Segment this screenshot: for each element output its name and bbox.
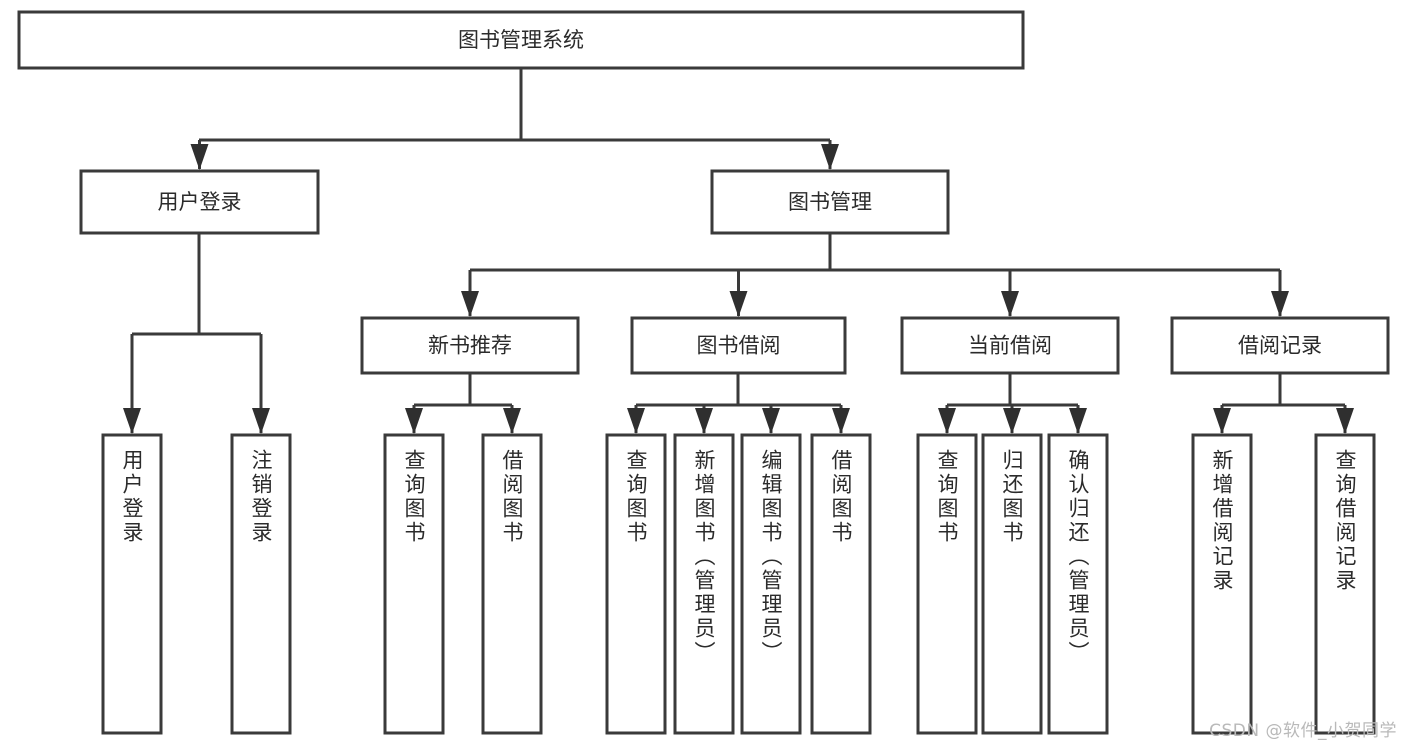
leaf-node-12[interactable] <box>1314 433 1376 735</box>
arrow-to-level2-0 <box>190 144 209 170</box>
leaf-node-3-rect <box>481 433 543 735</box>
level3-node-0-label: 新书推荐 <box>428 334 512 358</box>
leaf-node-2-rect <box>383 433 445 735</box>
level3-node-3[interactable]: 借阅记录 <box>1170 316 1390 375</box>
level3-node-0-rect <box>360 316 580 375</box>
leaf-node-12-rect <box>1314 433 1376 735</box>
level2-node-1[interactable]: 图书管理 <box>710 169 950 235</box>
leaf-node-3[interactable] <box>481 433 543 735</box>
arrow-to-leaf-6 <box>762 408 780 434</box>
root-node-book-management-system-label: 图书管理系统 <box>458 28 584 52</box>
level3-node-1[interactable]: 图书借阅 <box>630 316 847 375</box>
arrow-to-leaf-4 <box>627 408 645 434</box>
arrow-to-leaf-9 <box>1003 408 1021 434</box>
leaf-node-1[interactable] <box>230 433 292 735</box>
level2-node-0-label: 用户登录 <box>158 190 242 214</box>
level3-node-2-label: 当前借阅 <box>968 334 1052 358</box>
leaf-node-0[interactable] <box>101 433 163 735</box>
leaf-node-7-rect <box>810 433 872 735</box>
leaf-node-7[interactable] <box>810 433 872 735</box>
leaf-node-6-rect <box>740 433 802 735</box>
leaf-node-6[interactable] <box>740 433 802 735</box>
leaf-node-2[interactable] <box>383 433 445 735</box>
level2-node-0-rect <box>79 169 320 235</box>
leaf-node-8[interactable] <box>916 433 978 735</box>
level2-node-0[interactable]: 用户登录 <box>79 169 320 235</box>
level3-node-1-label: 图书借阅 <box>697 334 781 358</box>
level3-node-2-rect <box>900 316 1120 375</box>
leaf-node-11[interactable] <box>1191 433 1253 735</box>
arrow-to-level3-3 <box>1271 291 1289 317</box>
level2-node-1-label: 图书管理 <box>788 190 872 214</box>
arrow-to-leaf-8 <box>938 408 956 434</box>
arrow-to-leaf-0 <box>123 408 141 434</box>
leaf-node-9-rect <box>981 433 1043 735</box>
arrow-to-leaf-11 <box>1213 408 1231 434</box>
arrow-to-leaf-7 <box>832 408 850 434</box>
arrow-to-level3-1 <box>729 291 748 317</box>
arrow-to-leaf-12 <box>1336 408 1354 434</box>
level3-node-3-label: 借阅记录 <box>1238 334 1322 358</box>
arrow-to-leaf-2 <box>405 408 423 434</box>
arrow-to-level3-0 <box>461 291 479 317</box>
leaf-node-1-rect <box>230 433 292 735</box>
leaf-node-5-rect <box>673 433 735 735</box>
root-node-book-management-system-rect <box>17 10 1025 70</box>
arrow-to-leaf-1 <box>252 408 270 434</box>
root-node-book-management-system[interactable]: 图书管理系统 <box>17 10 1025 70</box>
leaf-node-0-rect <box>101 433 163 735</box>
leaf-node-10-rect <box>1047 433 1109 735</box>
arrow-to-level2-1 <box>821 144 839 170</box>
leaf-node-10[interactable] <box>1047 433 1109 735</box>
leaf-node-4-rect <box>605 433 667 735</box>
arrow-to-leaf-5 <box>695 408 713 434</box>
level3-node-2[interactable]: 当前借阅 <box>900 316 1120 375</box>
leaf-node-5[interactable] <box>673 433 735 735</box>
level3-node-0[interactable]: 新书推荐 <box>360 316 580 375</box>
leaf-node-9[interactable] <box>981 433 1043 735</box>
arrow-to-leaf-10 <box>1069 408 1087 434</box>
leaf-node-4[interactable] <box>605 433 667 735</box>
leaf-node-8-rect <box>916 433 978 735</box>
csdn-watermark: CSDN @软件_小贺同学 <box>1209 721 1397 741</box>
leaf-node-11-rect <box>1191 433 1253 735</box>
arrow-to-level3-2 <box>1001 291 1019 317</box>
arrow-to-leaf-3 <box>503 408 521 434</box>
